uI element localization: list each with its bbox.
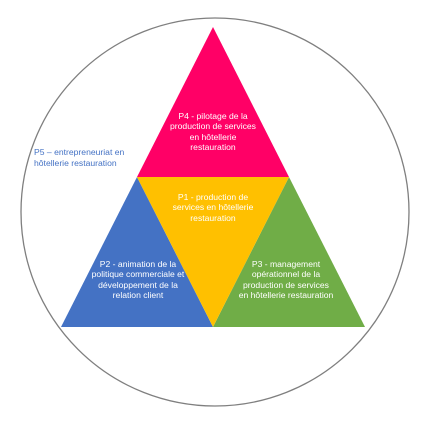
label-p5: P5 – entrepreneuriat en hôtellerie resta…: [34, 147, 125, 168]
label-p3: P3 - management opérationnel de la produ…: [238, 259, 334, 300]
label-p2: P2 - animation de la politique commercia…: [91, 259, 185, 300]
label-p4: P4 - pilotage de la production de servic…: [170, 111, 256, 152]
label-p1: P1 - production de services en hôtelleri…: [172, 192, 254, 223]
triangle-p2: [61, 177, 213, 327]
triangle-p3: [213, 177, 365, 327]
triangle-p4: [137, 27, 289, 177]
triangle-p1: [137, 177, 289, 327]
